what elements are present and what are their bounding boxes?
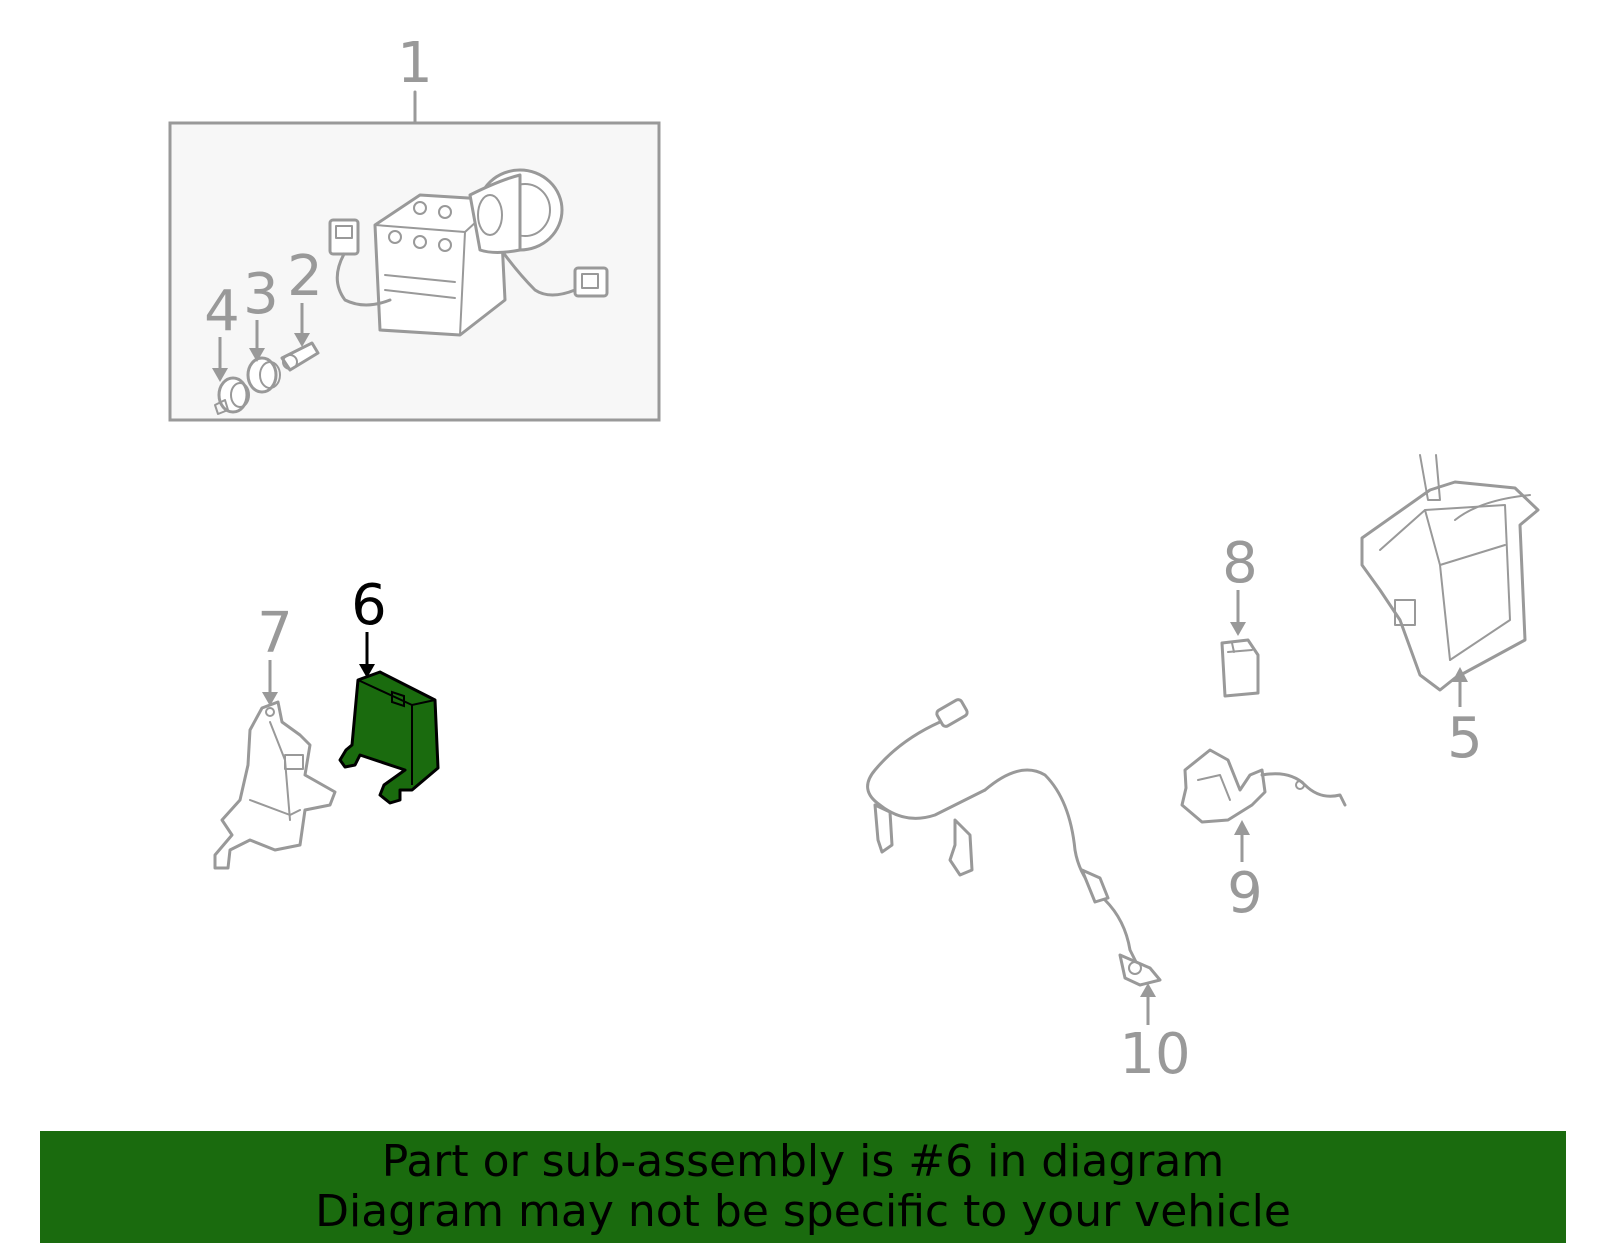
part-5-bracket[interactable] bbox=[1360, 454, 1540, 692]
callout-1: 1 bbox=[397, 31, 433, 96]
part-10-speed-sensor-wire[interactable] bbox=[866, 698, 1162, 987]
callout-10: 10 bbox=[1119, 1022, 1190, 1087]
part-1-abs-assembly[interactable] bbox=[168, 90, 661, 422]
banner-line-2: Diagram may not be specific to your vehi… bbox=[315, 1186, 1291, 1237]
callout-9: 9 bbox=[1227, 861, 1263, 926]
part-7-mounting-bracket[interactable] bbox=[213, 700, 337, 870]
callout-7: 7 bbox=[257, 601, 293, 666]
part-6-control-module[interactable] bbox=[338, 670, 440, 805]
banner-line-1: Part or sub-assembly is #6 in diagram bbox=[381, 1136, 1225, 1187]
callout-2: 2 bbox=[287, 244, 323, 309]
callout-3: 3 bbox=[243, 262, 279, 327]
callout-5: 5 bbox=[1447, 706, 1483, 771]
info-banner: Part or sub-assembly is #6 in diagram Di… bbox=[40, 1131, 1566, 1243]
callout-8: 8 bbox=[1222, 531, 1258, 596]
part-9-sensor-harness[interactable] bbox=[1180, 748, 1347, 824]
part-8-module[interactable] bbox=[1220, 638, 1260, 698]
callout-4: 4 bbox=[204, 279, 240, 344]
callout-6: 6 bbox=[351, 573, 387, 638]
